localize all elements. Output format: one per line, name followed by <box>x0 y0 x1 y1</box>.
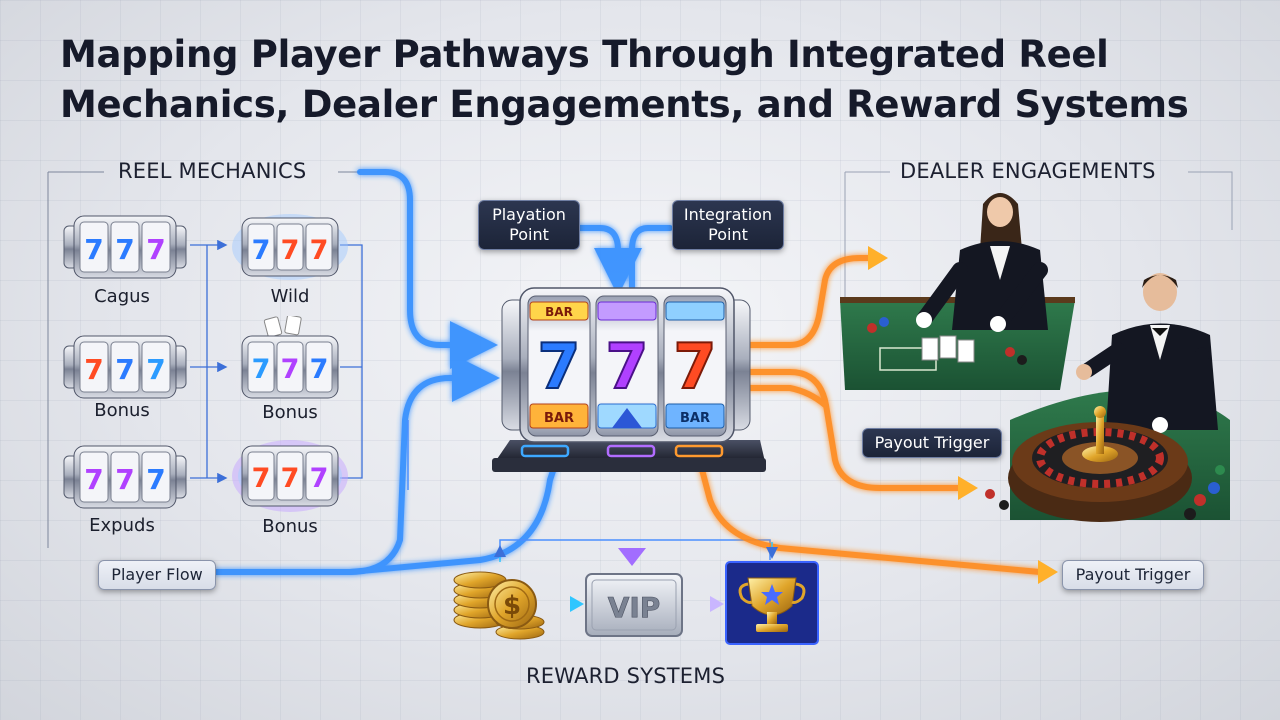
svg-text:7: 7 <box>281 354 300 385</box>
page-title: Mapping Player Pathways Through Integrat… <box>60 30 1240 130</box>
reel-icon-expuds: 7 7 7 <box>63 445 187 509</box>
slot-symbol-group: 7 7 7 BAR BAR BAR <box>536 305 717 426</box>
arrow-purple-head <box>618 548 646 566</box>
arrow-vip-to-trophy-head <box>710 596 724 612</box>
svg-text:7: 7 <box>310 463 329 494</box>
trophy-badge <box>725 561 819 645</box>
reel-connectors <box>190 239 363 484</box>
reel-caption-cagus: Cagus <box>94 286 150 307</box>
slot-symbol-seven-blue: 7 <box>537 330 580 403</box>
title-line-1: Mapping Player Pathways Through Integrat… <box>60 33 1109 76</box>
reward-coins <box>453 571 545 640</box>
coin-dollar-symbol: $ <box>503 591 521 621</box>
reel-caption-bonus-right-2: Bonus <box>262 516 318 537</box>
vip-label: VIP <box>608 591 661 624</box>
slot-bar-right-bottom: BAR <box>680 411 710 426</box>
svg-text:7: 7 <box>115 353 134 386</box>
slot-symbol-seven-purple: 7 <box>605 330 648 403</box>
title-line-2: Mechanics, Dealer Engagements, and Rewar… <box>60 83 1189 126</box>
section-dealer-engagements: DEALER ENGAGEMENTS <box>900 159 1156 183</box>
section-reward-systems: REWARD SYSTEMS <box>526 664 726 688</box>
reel-icon-bonus-glow: 7 7 7 <box>232 440 348 512</box>
reel-caption-expuds: Expuds <box>89 515 155 536</box>
svg-text:7: 7 <box>252 354 271 385</box>
flow-playation-down <box>555 225 642 296</box>
reel-caption-wild: Wild <box>270 286 310 307</box>
arrow-coins-to-vip-head <box>570 596 584 612</box>
reel-icon-bonus-left: 7 7 7 <box>63 335 187 399</box>
reel-caption-bonus-left-1: Bonus <box>94 400 150 421</box>
reel-icon-bonus-cards: 7 7 7 <box>241 316 339 399</box>
slot-symbol-seven-red: 7 <box>673 330 716 403</box>
reel-mechanics-frame <box>47 171 360 548</box>
flow-integration-down <box>629 225 673 293</box>
svg-text:7: 7 <box>146 463 165 496</box>
playation-point-label: Playation Point <box>478 200 580 250</box>
payout-arrow-heads <box>868 246 1058 584</box>
slot-bar-left-top: BAR <box>545 305 573 319</box>
svg-text:7: 7 <box>281 235 300 266</box>
reward-connectors <box>494 542 778 562</box>
reel-icon-cagus: 7 7 7 <box>63 215 187 279</box>
reel-icon-wild: 7 7 7 <box>232 214 348 280</box>
flow-player-to-reward <box>347 462 558 575</box>
blackjack-dealer-scene <box>840 193 1075 390</box>
player-flow-lines <box>212 169 673 575</box>
svg-text:7: 7 <box>115 233 134 266</box>
svg-text:7: 7 <box>146 233 165 266</box>
svg-text:7: 7 <box>252 235 271 266</box>
dealer-engagements-frame <box>844 171 1233 300</box>
integration-point-label: Integration Point <box>672 200 784 250</box>
roulette-dealer-scene <box>985 273 1230 522</box>
svg-text:7: 7 <box>310 354 329 385</box>
reel-caption-bonus-right-1: Bonus <box>262 402 318 423</box>
svg-text:7: 7 <box>84 353 103 386</box>
section-reel-mechanics: REEL MECHANICS <box>118 159 307 183</box>
payout-trigger-label-2: Payout Trigger <box>1062 560 1204 590</box>
vip-card <box>585 573 683 637</box>
slot-bar-left-bottom: BAR <box>544 411 574 426</box>
svg-text:7: 7 <box>252 463 271 494</box>
svg-text:7: 7 <box>146 353 165 386</box>
player-flow-label: Player Flow <box>98 560 216 590</box>
svg-text:7: 7 <box>84 463 103 496</box>
payout-trigger-label-1: Payout Trigger <box>862 428 1002 458</box>
svg-text:7: 7 <box>281 463 300 494</box>
central-slot-machine <box>492 287 766 472</box>
svg-text:7: 7 <box>310 235 329 266</box>
svg-text:7: 7 <box>84 233 103 266</box>
flow-reel-to-machine-top <box>357 169 498 369</box>
svg-text:7: 7 <box>115 463 134 496</box>
